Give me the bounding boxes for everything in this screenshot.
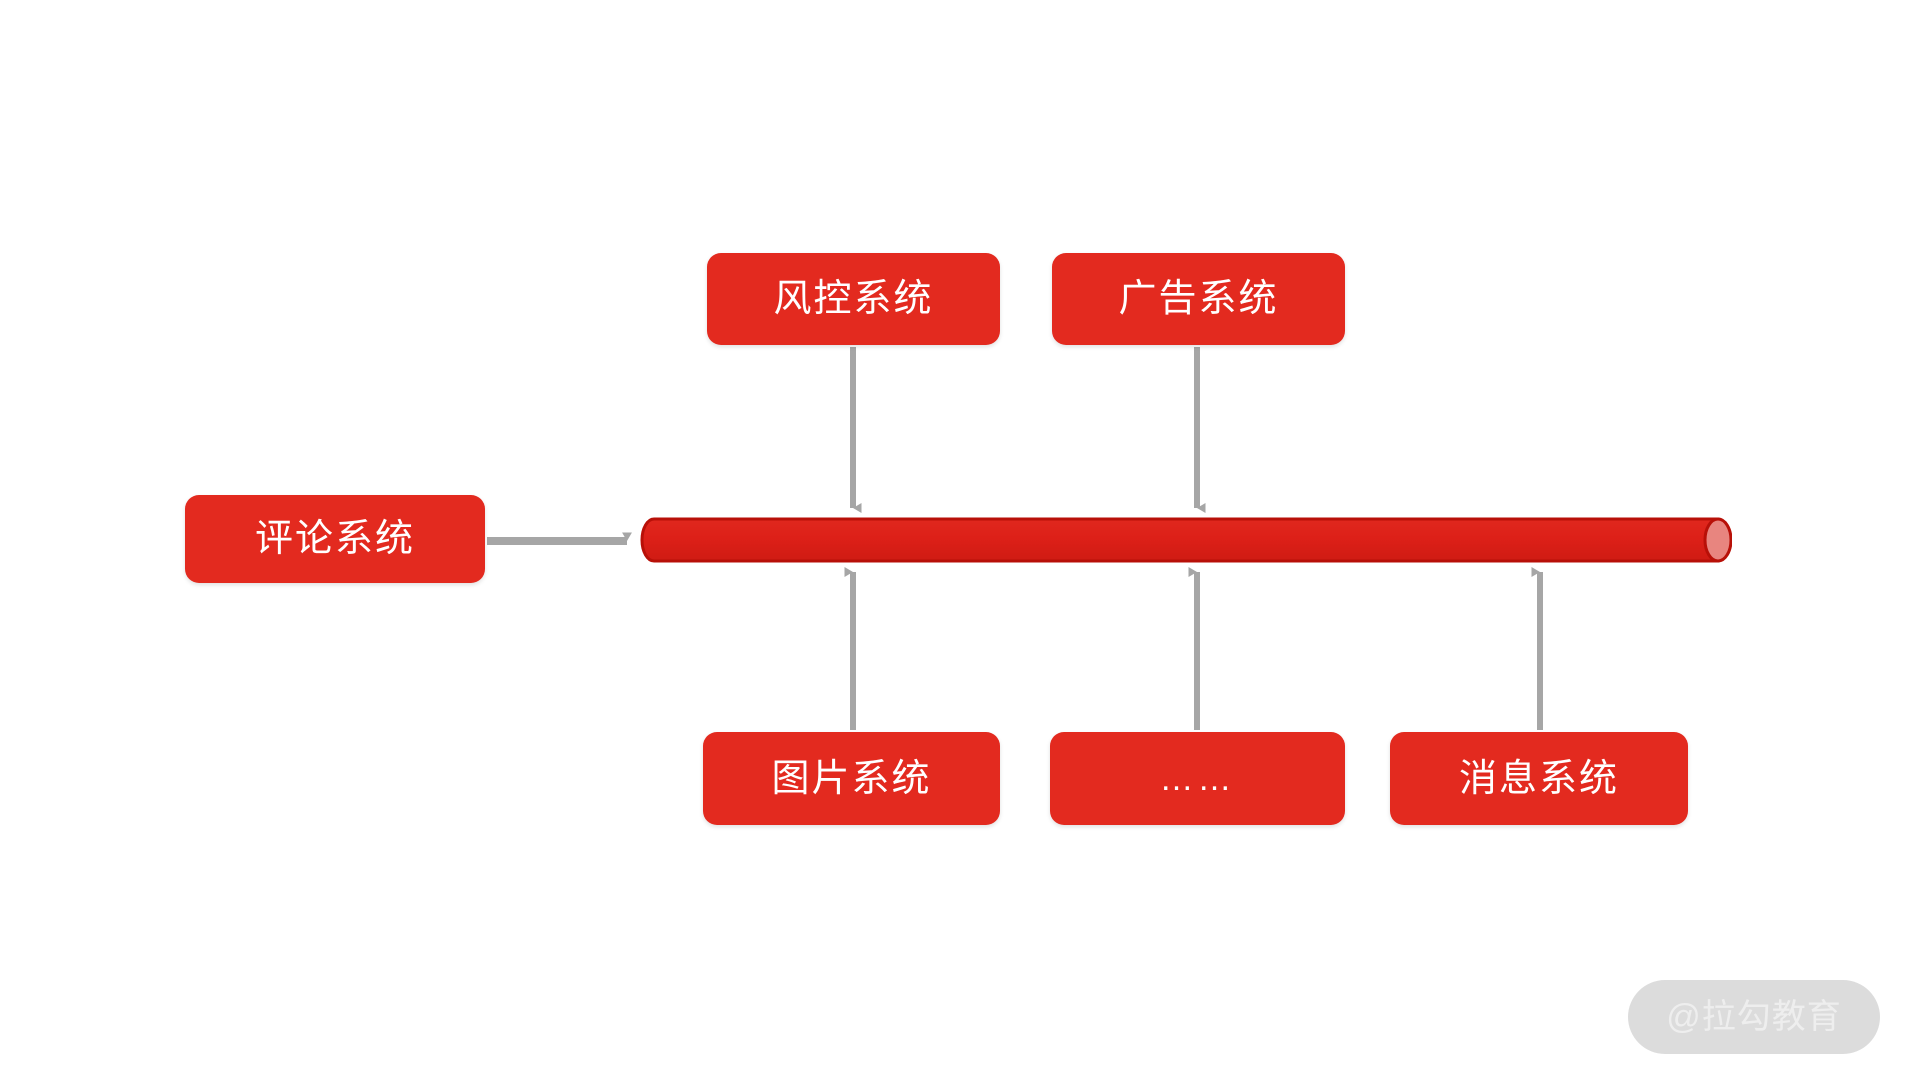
node-ellipsis-label: ……	[1159, 759, 1236, 798]
pipe-shape	[640, 517, 1733, 563]
node-message-system[interactable]: 消息系统	[1390, 732, 1688, 825]
node-ellipsis-placeholder[interactable]: ……	[1050, 732, 1345, 825]
node-image-system-label: 图片系统	[771, 757, 932, 800]
watermark-text: @拉勾教育	[1666, 998, 1842, 1036]
node-comment-system[interactable]: 评论系统	[185, 495, 485, 583]
node-risk-system[interactable]: 风控系统	[707, 253, 1000, 345]
watermark-badge: @拉勾教育	[1628, 980, 1880, 1054]
pipe-body	[640, 517, 1720, 563]
node-image-system[interactable]: 图片系统	[703, 732, 1000, 825]
node-risk-system-label: 风控系统	[773, 278, 934, 320]
node-ad-system-label: 广告系统	[1118, 278, 1279, 320]
node-message-system-label: 消息系统	[1458, 757, 1619, 800]
pipe-end-cap	[1703, 517, 1733, 563]
message-queue-pipe	[640, 517, 1733, 563]
node-comment-system-label: 评论系统	[254, 518, 415, 560]
node-ad-system[interactable]: 广告系统	[1052, 253, 1345, 345]
